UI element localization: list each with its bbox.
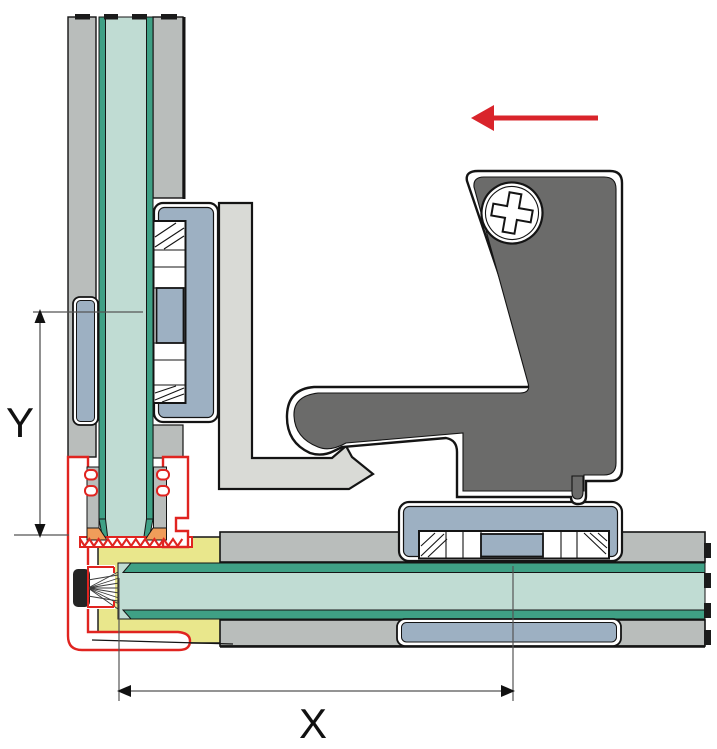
arrowhead-left-icon: [117, 685, 131, 697]
grip-finger: [84, 469, 98, 481]
wedge-gasket: [144, 527, 167, 541]
dimension-y-label: Y: [6, 399, 34, 446]
cut-mark: [161, 14, 177, 20]
clamp-back-plate: [72, 296, 99, 426]
l-bracket-profile: [217, 201, 375, 491]
dimension-x: X: [117, 566, 515, 747]
glass-coat-strip: [121, 562, 706, 573]
back-plate: [76, 300, 95, 422]
glass-coat-strip: [121, 609, 706, 620]
clamp-recess-cells: [153, 222, 186, 403]
profile-left-wall: [66, 455, 192, 652]
vertical-glass-unit: [98, 16, 154, 542]
glass-clamp-horizontal: [397, 500, 624, 563]
grip-finger: [156, 485, 170, 497]
phillips-cross-icon: [490, 191, 534, 235]
hinge-body: [293, 176, 617, 492]
cut-mark: [704, 630, 711, 645]
screw-icon: [480, 181, 544, 245]
direction-arrow-icon: [471, 105, 598, 131]
cut-mark: [132, 14, 147, 20]
clamp-bottom-plate: [396, 618, 622, 647]
cut-mark: [704, 573, 711, 588]
glass-clamp-vertical: [152, 201, 220, 424]
vertical-panel: [67, 14, 186, 542]
arrowhead-down-icon: [34, 524, 46, 538]
glass-pane: [104, 16, 148, 542]
glass-coat-strip: [146, 16, 154, 521]
profile-shelf: [79, 536, 193, 548]
hinge-bracket: [285, 169, 624, 506]
arrowhead-right-icon: [501, 685, 515, 697]
grip-finger: [84, 485, 98, 497]
glass-coat-strip: [98, 16, 106, 521]
hinge-foot-tab: [571, 475, 584, 500]
horizontal-glass-unit: [117, 562, 706, 620]
profile-right-wall: [161, 455, 190, 549]
brush-seal-assembly: [73, 565, 234, 645]
grip-finger: [156, 469, 170, 481]
clamp-center-block: [480, 533, 544, 558]
brush-holder-bar: [73, 569, 90, 607]
dimension-y: Y: [6, 309, 143, 538]
glazing-wedges: [86, 527, 167, 541]
bottom-plate: [401, 622, 617, 643]
lip-seam-line: [91, 639, 234, 645]
panel-cut-marks-right: [704, 543, 711, 645]
gasket-serration: [79, 537, 184, 548]
clamp-recess-cells: [420, 531, 608, 558]
panel-cut-marks-top: [75, 14, 177, 20]
brush-chamber-outline: [87, 566, 115, 608]
cut-mark: [75, 14, 90, 20]
clamp-center-block: [155, 287, 185, 344]
dimension-x-label: X: [299, 700, 327, 747]
panel-core-right-strip: [152, 16, 184, 199]
panel-core-right-strip-lower: [152, 424, 184, 459]
cut-mark: [104, 14, 118, 20]
cut-mark: [704, 603, 711, 618]
arrowhead-up-icon: [34, 309, 46, 323]
profile-grip-fingers: [84, 469, 170, 497]
cut-mark: [704, 543, 711, 558]
